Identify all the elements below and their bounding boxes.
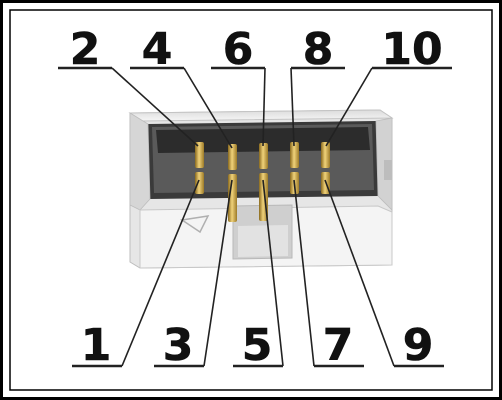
leader-line-pin-9 [324,179,395,367]
label-pin-10: 10 [381,24,442,75]
label-pin-2: 2 [70,24,101,75]
pin-6 [259,143,268,169]
leader-lines [111,67,395,367]
pin1-marker-icon [179,215,210,234]
pin-3 [228,174,237,222]
leader-line-pin-4 [183,67,233,149]
leader-line-pin-1 [121,179,200,367]
label-pin-7: 7 [323,320,354,371]
label-pin-3: 3 [163,320,194,371]
label-pin-1: 1 [81,320,112,371]
pin-8 [290,142,299,168]
pin-4 [228,144,237,170]
leader-line-pin-5 [262,179,284,367]
bottom-row-labels: 1 3 5 7 9 [72,320,444,371]
label-pin-9: 9 [403,320,434,371]
figure-inner-frame [9,9,493,391]
leader-line-pin-6 [262,67,266,147]
pin-1 [195,172,204,194]
label-pin-6: 6 [223,24,254,75]
leader-line-pin-3 [203,179,233,367]
label-pin-5: 5 [242,320,273,371]
leader-line-pin-2 [111,67,199,147]
pin-2 [195,142,204,168]
pin-10 [321,142,330,168]
label-pin-8: 8 [303,24,334,75]
leader-line-pin-10 [325,67,373,147]
leader-line-pin-7 [293,179,315,367]
leader-line-pin-8 [290,67,295,147]
top-row-labels: 2 4 6 8 10 [58,24,452,75]
label-pin-4: 4 [142,24,173,75]
